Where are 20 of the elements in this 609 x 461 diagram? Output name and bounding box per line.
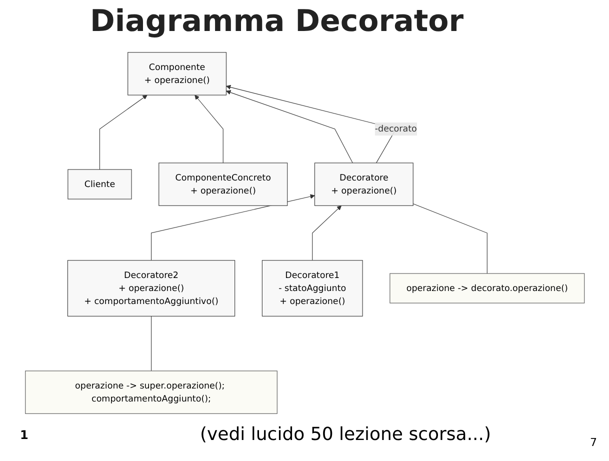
slide-title: Diagramma Decorator (90, 4, 464, 39)
node-box: Decoratore + operazione() (314, 162, 414, 206)
node-box: Decoratore2 + operazione() + comportamentoAggiuntivo() (67, 260, 235, 316)
arrow (226, 90, 353, 164)
bullet-note: (vedi lucido 50 lezione scorsa...) (200, 424, 492, 445)
node-box: operazione -> super.operazione(); comportamentoAggiunto(); (24, 370, 278, 414)
multiplicity-label: 1 (20, 428, 28, 442)
connector (150, 316, 152, 372)
page-number: 7 (590, 436, 597, 449)
edge-label: -decorato (374, 124, 417, 134)
arrow (150, 194, 315, 261)
arrow (312, 205, 342, 261)
node-box: Cliente (67, 169, 132, 200)
arrow (99, 94, 148, 170)
node-box: Componente + operazione() (127, 52, 226, 96)
node-box: Decoratore1 - statoAggiunto + operazione() (262, 260, 362, 316)
arrow (194, 94, 224, 164)
node-box: ComponenteConcreto + operazione() (158, 162, 288, 206)
connector (412, 203, 488, 274)
node-box: operazione -> decorato.operazione() (389, 273, 584, 304)
